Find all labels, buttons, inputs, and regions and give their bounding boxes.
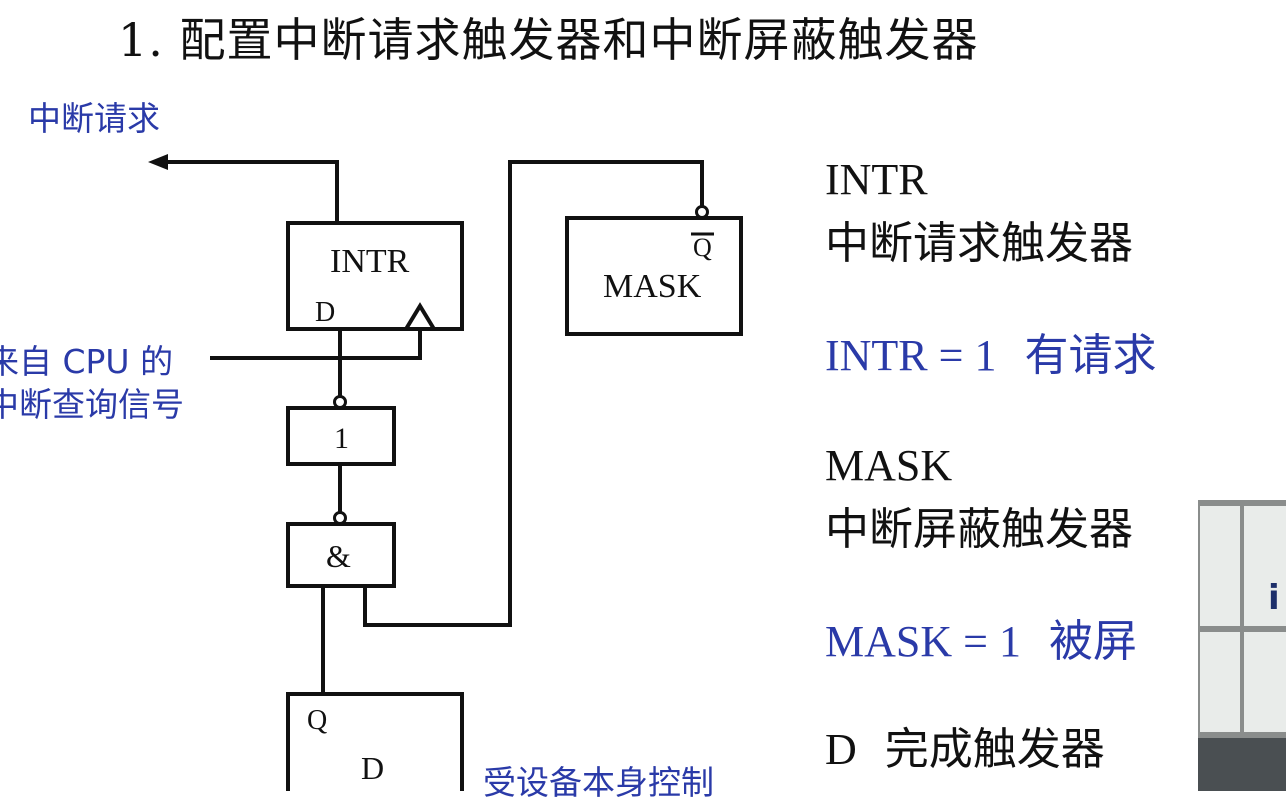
video-glyph: i bbox=[1268, 578, 1280, 618]
mask-wire bbox=[363, 160, 704, 627]
note-intr-eq-rhs: 有请求 bbox=[1024, 330, 1157, 381]
input-label-line2: 中断查询信号 bbox=[0, 385, 184, 424]
note-mask-eq-lhs: MASK = 1 bbox=[825, 617, 1021, 666]
and-gate-label: & bbox=[326, 538, 351, 574]
note-mask-name: MASK bbox=[825, 441, 953, 490]
output-label: 中断请求 bbox=[28, 99, 160, 138]
clock-triangle bbox=[404, 302, 436, 331]
note-d-name: D bbox=[825, 725, 857, 774]
d-box bbox=[286, 692, 464, 791]
note-mask-eq-rhs: 被屏 bbox=[1048, 616, 1137, 667]
output-wire bbox=[162, 160, 339, 223]
slide-title: 1. 配置中断请求触发器和中断屏蔽触发器 bbox=[118, 13, 979, 67]
mask-box-label: MASK bbox=[603, 268, 702, 305]
note-intr-eq-lhs: INTR = 1 bbox=[825, 331, 997, 380]
intr-box-label: INTR bbox=[330, 243, 410, 280]
mask-box bbox=[565, 216, 743, 336]
note-intr-eq: INTR = 1 有请求 bbox=[825, 328, 1156, 384]
note-intr-desc: 中断请求触发器 bbox=[825, 218, 1133, 269]
note-mask-eq: MASK = 1 被屏 bbox=[825, 614, 1137, 670]
video-overlay: i bbox=[1198, 500, 1286, 791]
output-arrowhead bbox=[148, 154, 168, 170]
d-box-label: D bbox=[361, 750, 384, 786]
not-input-bubble bbox=[333, 395, 347, 409]
intr-box bbox=[286, 221, 464, 331]
d-q-pin: Q bbox=[307, 705, 327, 736]
note-d-desc: 完成触发器 bbox=[884, 724, 1105, 775]
input-label-line1: 来自 CPU 的 bbox=[0, 342, 174, 381]
note-mask-desc: 中断屏蔽触发器 bbox=[825, 504, 1133, 555]
query-wire bbox=[210, 329, 422, 360]
note-intr-name: INTR bbox=[825, 155, 928, 204]
intr-d-pin: D bbox=[315, 297, 335, 328]
and-input-bubble bbox=[333, 511, 347, 525]
mask-output-bubble bbox=[695, 205, 709, 219]
note-d: D 完成触发器 bbox=[825, 722, 1105, 778]
not-gate-label: 1 bbox=[334, 422, 349, 455]
mask-q-pin: Q bbox=[693, 233, 712, 262]
